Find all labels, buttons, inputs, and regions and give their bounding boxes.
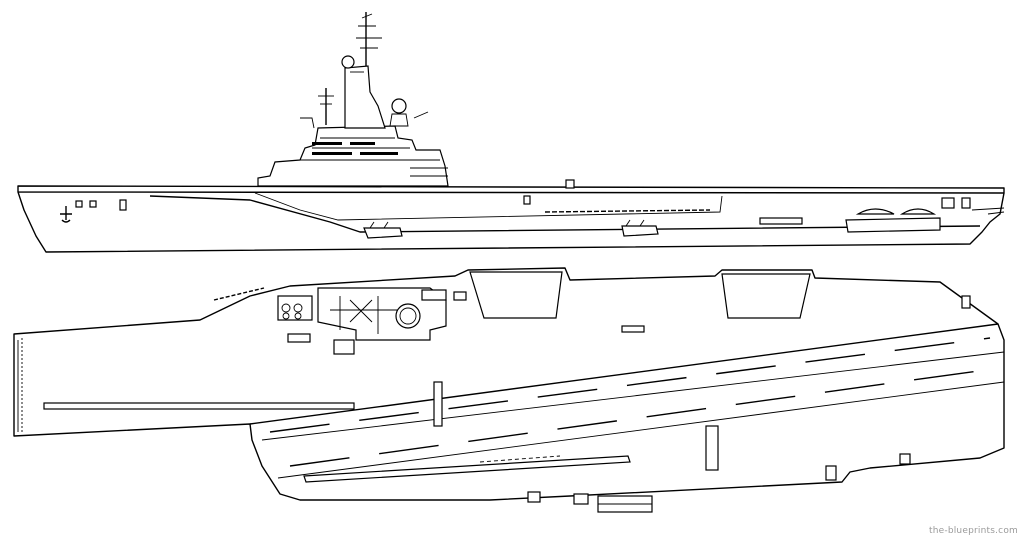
watermark-text: the-blueprints.com <box>929 526 1018 536</box>
angled-deck-center-line-1 <box>261 351 1005 441</box>
radar-dome-icon <box>341 55 355 69</box>
satcom-dome-icon <box>391 98 407 114</box>
anchor-icon <box>60 206 72 223</box>
deflector-1 <box>433 381 443 427</box>
hull-sheer-line <box>254 192 723 221</box>
boat-2 <box>899 208 937 215</box>
hull-vent <box>759 217 803 225</box>
sponson-aft-2 <box>899 453 911 465</box>
island-top-view <box>317 287 447 355</box>
sponson-aft <box>845 217 941 233</box>
side-profile-view <box>17 12 1005 253</box>
deflector-2 <box>705 425 719 471</box>
deck-elevator-2 <box>721 273 811 319</box>
angled-deck-edge-upper <box>249 323 999 425</box>
waterline <box>149 195 981 233</box>
runway-centerline-dashes-1 <box>269 337 991 433</box>
angled-deck-center-line-2 <box>277 381 1005 479</box>
gallery-deck-openings <box>544 209 711 213</box>
weapon-mount-forward <box>363 227 403 239</box>
hull-outline <box>17 191 1005 253</box>
runway-centerline-dashes-2 <box>289 367 1001 467</box>
forward-catapult-track <box>43 402 355 410</box>
hull-port-1 <box>75 200 83 208</box>
flight-deck-edge <box>17 185 1005 194</box>
hull-port-2 <box>89 200 97 208</box>
flight-deck-outline <box>13 267 1005 501</box>
sponson-bottom-2 <box>527 491 541 503</box>
deck-marking <box>621 325 645 333</box>
funnel-top-icon <box>395 303 421 329</box>
waist-catapult-track <box>303 455 631 483</box>
boat-1 <box>855 208 895 215</box>
plan-view <box>13 267 1005 513</box>
deck-elevator-1 <box>469 271 563 319</box>
bow-deck-equipment <box>213 287 265 301</box>
island-side-equipment <box>277 291 467 343</box>
weapon-mount-aft <box>621 225 659 237</box>
sponson-aft-1 <box>825 465 837 481</box>
hull-port-3 <box>119 199 127 211</box>
island-superstructure <box>257 12 449 187</box>
